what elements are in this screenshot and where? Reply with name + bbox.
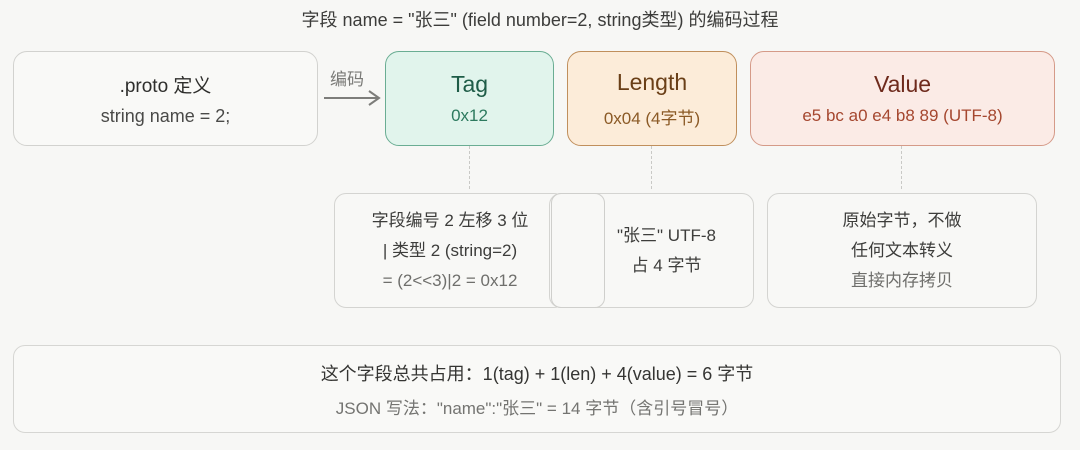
length-note-line: 占 4 字节 [631,255,702,275]
diagram-title: 字段 name = "张三" (field number=2, string类型… [301,10,779,30]
tag-value: 0x12 [451,106,488,125]
length-segment-box: Length 0x04 (4字节) [567,51,737,146]
value-note-line: 直接内存拷贝 [851,270,953,290]
tag-segment-box: Tag 0x12 [385,51,554,146]
tag-note-line: | 类型 2 (string=2) [382,240,518,260]
length-explanation-box: "张三" UTF-8 占 4 字节 [549,193,754,308]
length-connector-line [651,146,652,189]
summary-total: 这个字段总共占用：1(tag) + 1(len) + 4(value) = 6 … [320,363,754,384]
summary-json-comparison: JSON 写法："name":"张三" = 14 字节（含引号冒号） [335,398,739,418]
value-note-line: 原始字节，不做 [842,210,962,230]
value-segment-box: Value e5 bc a0 e4 b8 89 (UTF-8) [750,51,1055,146]
value-connector-line [901,146,902,189]
right-arrow-icon [324,90,381,106]
length-note-line: "张三" UTF-8 [617,225,716,245]
value-explanation-box: 原始字节，不做 任何文本转义 直接内存拷贝 [767,193,1037,308]
tag-note-line: 字段编号 2 左移 3 位 [371,210,529,230]
value-bytes: e5 bc a0 e4 b8 89 (UTF-8) [802,106,1003,125]
proto-definition-box: .proto 定义 string name = 2; [13,51,318,146]
overlap-frame [551,193,605,308]
encode-label: 编码 [330,70,364,89]
tag-heading: Tag [450,71,489,97]
length-value: 0x04 (4字节) [603,108,701,128]
tag-explanation-box: 字段编号 2 左移 3 位 | 类型 2 (string=2) = (2<<3)… [334,193,566,308]
tag-note-formula: = (2<<3)|2 = 0x12 [382,270,518,290]
proto-code: string name = 2; [100,105,231,126]
value-note-line: 任何文本转义 [851,240,953,260]
proto-heading: .proto 定义 [119,75,212,97]
value-heading: Value [873,71,932,97]
length-heading: Length [616,68,688,95]
tag-connector-line [469,146,470,189]
summary-box: 这个字段总共占用：1(tag) + 1(len) + 4(value) = 6 … [13,345,1061,433]
